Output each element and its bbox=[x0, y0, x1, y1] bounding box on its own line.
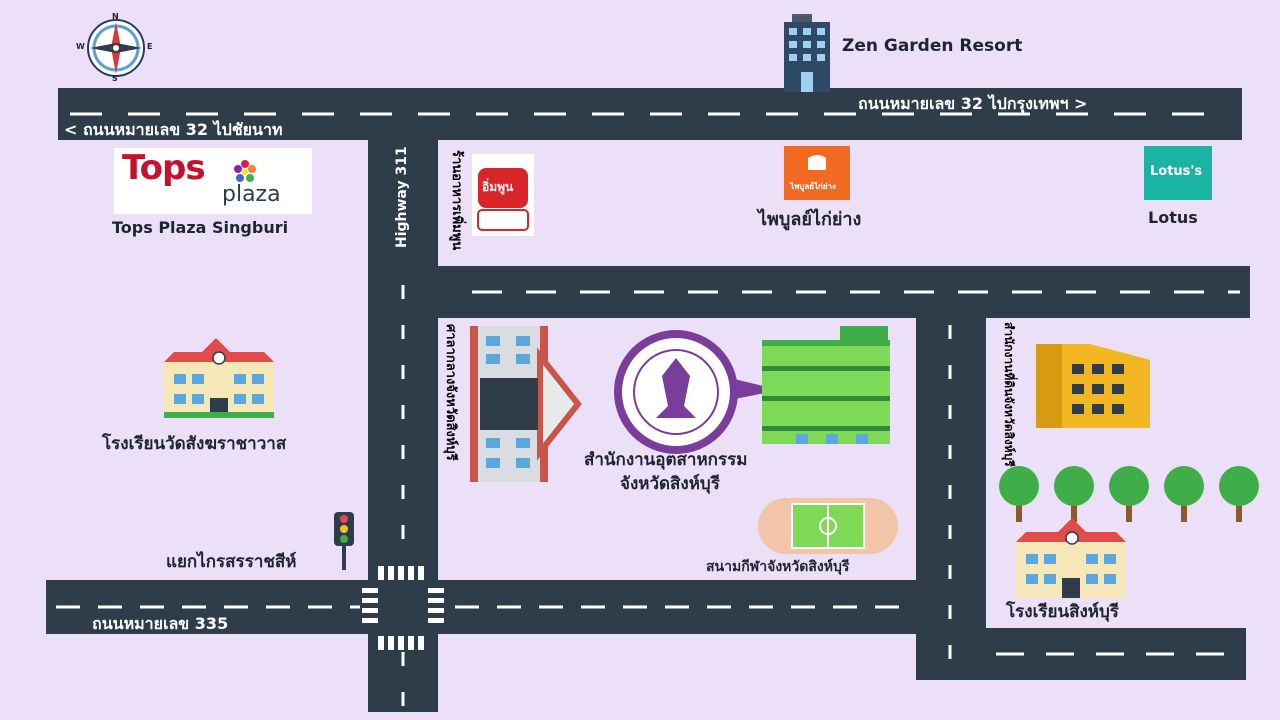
tops-logo-main: Tops bbox=[122, 148, 206, 188]
road-335-label: ถนนหมายเลข 335 bbox=[92, 614, 229, 633]
phaiboon-logo-text: ไพบูลย์ไก่ย่าง bbox=[790, 182, 836, 191]
compass-n-label: N bbox=[112, 12, 119, 21]
tree-row-icon bbox=[999, 466, 1259, 522]
road-32-west-label: < ถนนหมายเลข 32 ไปชัยนาท bbox=[64, 120, 283, 139]
lotus-logo bbox=[1144, 146, 1212, 200]
lotus-logo-text: Lotus's bbox=[1150, 164, 1203, 179]
industry-office-line2: จังหวัดสิงห์บุรี bbox=[620, 474, 720, 494]
stadium-icon bbox=[758, 498, 898, 554]
zen-garden-label: Zen Garden Resort bbox=[842, 36, 1023, 56]
compass-s-label: S bbox=[112, 74, 118, 83]
school-wat-building-icon bbox=[164, 338, 274, 418]
restaurant-vertical-label: ร้านอาหารเพิ่มพูน bbox=[449, 150, 464, 251]
tops-label: Tops Plaza Singburi bbox=[112, 218, 289, 237]
highway-311-label: Highway 311 bbox=[394, 146, 410, 248]
tops-logo-sub: plaza bbox=[222, 182, 281, 207]
compass-w-label: W bbox=[76, 42, 85, 51]
restaurant-logo bbox=[472, 154, 534, 236]
zen-garden-building-icon bbox=[784, 14, 830, 92]
land-office-vertical-label: สำนักงานที่ดินจังหวัดสิงห์บุรี bbox=[1002, 322, 1016, 467]
industry-office-seal-icon bbox=[614, 330, 780, 454]
restaurant-logo-text: อิ่มพูน bbox=[482, 180, 514, 194]
industry-office-building-icon bbox=[762, 326, 890, 444]
compass-e-label: E bbox=[147, 42, 153, 51]
lotus-label: Lotus bbox=[1148, 208, 1198, 227]
phaiboon-label: ไพบูลย์ไก่ย่าง bbox=[758, 209, 862, 230]
stadium-label: สนามกีฬาจังหวัดสิงห์บุรี bbox=[706, 559, 850, 575]
school-singburi-label: โรงเรียนสิงห์บุรี bbox=[1006, 602, 1119, 622]
intersection-label: แยกไกรสรราชสีห์ bbox=[166, 552, 297, 572]
crosswalks bbox=[362, 566, 444, 650]
road-south-east bbox=[916, 628, 1246, 680]
industry-office-line1: สำนักงานอุตสาหกรรม bbox=[584, 450, 748, 470]
city-hall-building-icon bbox=[470, 326, 582, 482]
road-32-east-label: ถนนหมายเลข 32 ไปกรุงเทพฯ > bbox=[858, 94, 1088, 113]
school-wat-label: โรงเรียนวัดสังฆราชาวาส bbox=[102, 434, 287, 454]
city-hall-vertical-label: ศาลากลางจังหวัดสิงห์บุรี bbox=[443, 324, 458, 461]
land-office-building-icon bbox=[1036, 344, 1150, 428]
phaiboon-logo bbox=[784, 146, 850, 200]
lane-markings bbox=[56, 112, 1240, 706]
compass-rose-icon bbox=[87, 19, 145, 77]
school-singburi-building-icon bbox=[1016, 518, 1126, 598]
tops-flower-icon bbox=[234, 160, 256, 182]
road-inner-horizontal bbox=[438, 266, 1250, 318]
tops-plaza-logo bbox=[114, 148, 312, 214]
traffic-light-icon bbox=[334, 512, 354, 570]
